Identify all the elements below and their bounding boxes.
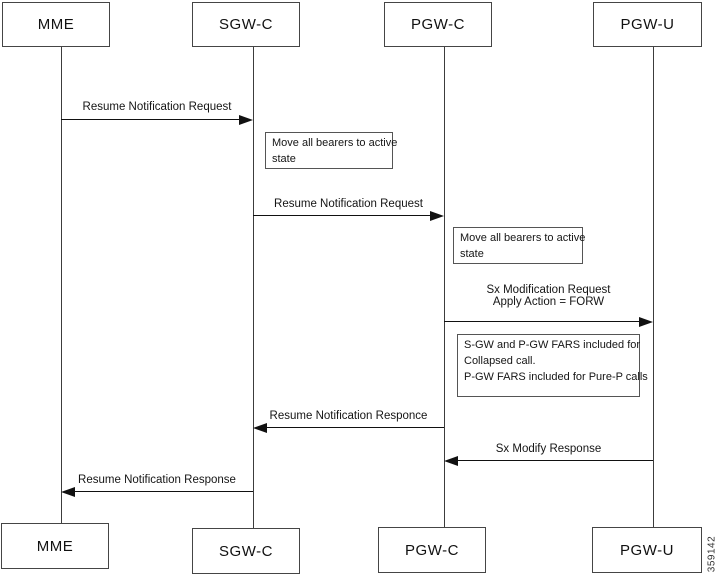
message-label-line2: Apply Action = FORW <box>492 296 605 308</box>
note-line: S-GW and P-GW FARS included for <box>464 339 641 351</box>
lifeline-sgwc <box>253 47 254 528</box>
note-line: P-GW FARS included for Pure-P calls <box>464 370 648 383</box>
actor-box-mme-top: MME <box>2 2 110 47</box>
message-label: Resume Notification Request <box>274 198 423 210</box>
message-arrow-line <box>267 427 444 428</box>
note-line: state <box>272 152 296 165</box>
arrowhead-left-icon <box>444 456 458 466</box>
note-line: state <box>460 247 484 260</box>
actor-box-pgwc-bottom: PGW-C <box>378 527 486 573</box>
actor-label: PGW-C <box>405 541 459 559</box>
message-label-line1: Sx Modification Request <box>486 284 611 296</box>
note-line: Move all bearers to active <box>272 137 398 149</box>
note-line: Move all bearers to active <box>460 232 586 244</box>
actor-label: SGW-C <box>219 542 273 560</box>
message-label: Resume Notification Response <box>78 474 236 486</box>
lifeline-pgwc <box>444 47 445 527</box>
actor-box-pgwc-top: PGW-C <box>384 2 492 47</box>
actor-label: MME <box>36 537 74 555</box>
message-label: Resume Notification Request <box>82 101 232 113</box>
message-arrow-line <box>61 119 240 120</box>
arrowhead-right-icon <box>430 211 444 221</box>
actor-box-sgwc-bottom: SGW-C <box>192 528 300 574</box>
note-box-pgwc: Move all bearers to active state <box>453 227 586 264</box>
lifeline-mme <box>61 47 62 523</box>
message-arrow-line <box>458 460 653 461</box>
message-label: Sx Modify Response <box>495 443 602 455</box>
figure-number-vertical: 359142 <box>706 535 718 573</box>
actor-label: PGW-U <box>620 16 675 33</box>
arrowhead-left-icon <box>61 487 75 497</box>
actor-label: SGW-C <box>219 16 273 33</box>
actor-label: MME <box>37 16 75 33</box>
arrowhead-left-icon <box>253 423 267 433</box>
actor-box-pgwu-top: PGW-U <box>593 2 702 47</box>
actor-box-pgwu-bottom: PGW-U <box>592 527 702 573</box>
lifeline-pgwu <box>653 47 654 527</box>
actor-label: PGW-U <box>620 541 674 559</box>
note-box-sgwc: Move all bearers to active state <box>265 132 398 169</box>
message-arrow-line <box>253 215 431 216</box>
message-label: Sx Modification Request Apply Action = F… <box>444 284 653 308</box>
actor-box-sgwc-top: SGW-C <box>192 2 300 47</box>
note-line: Collapsed call. <box>464 354 536 367</box>
message-arrow-line <box>444 321 640 322</box>
arrowhead-right-icon <box>639 317 653 327</box>
message-label: Resume Notification Responce <box>269 410 428 422</box>
actor-label: PGW-C <box>411 16 465 33</box>
message-arrow-line <box>75 491 253 492</box>
actor-box-mme-bottom: MME <box>1 523 109 569</box>
arrowhead-right-icon <box>239 115 253 125</box>
note-box-fars: S-GW and P-GW FARS included for Collapse… <box>457 334 648 397</box>
